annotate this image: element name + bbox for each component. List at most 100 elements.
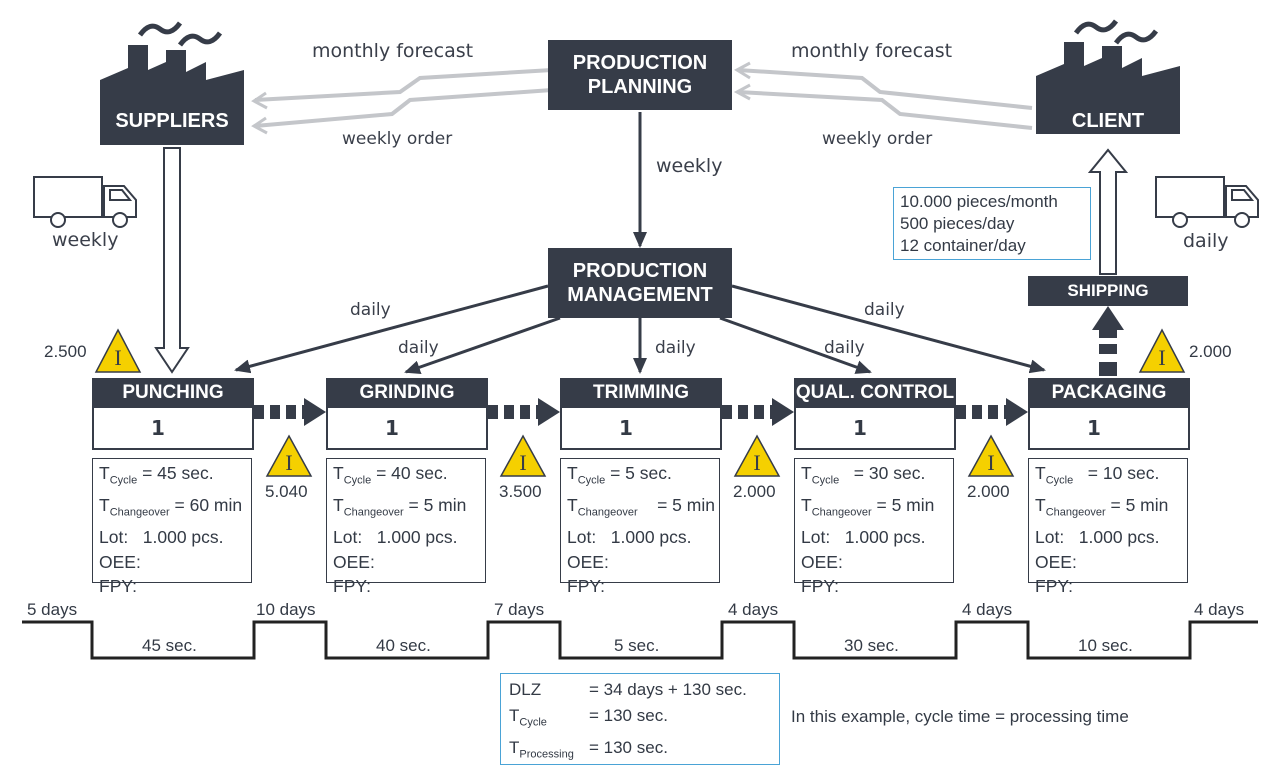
data-box-punching: TCycle = 45 sec. TChangeover = 60 min Lo… bbox=[92, 458, 252, 596]
production-planning-line1: PRODUCTION bbox=[572, 52, 708, 74]
inventory-value-shipping: 2.000 bbox=[1189, 342, 1232, 361]
operator-count: 1 bbox=[92, 408, 254, 450]
suppliers-label: SUPPLIERS bbox=[115, 110, 229, 132]
timeline-steps bbox=[22, 620, 1258, 660]
label-weekly-order-left: weekly order bbox=[342, 129, 453, 149]
shipping-box[interactable]: SHIPPING bbox=[1028, 276, 1188, 306]
lead-time-summary-box: DLZ= 34 days + 130 sec. TCycle= 130 sec.… bbox=[500, 673, 780, 765]
oee-row: OEE: bbox=[567, 551, 609, 572]
production-management-box[interactable]: PRODUCTION MANAGEMENT bbox=[548, 248, 732, 318]
demand-line-2: 500 pieces/day bbox=[900, 214, 1015, 233]
production-planning-line2: PLANNING bbox=[587, 76, 693, 98]
client-truck-icon bbox=[1155, 176, 1259, 228]
tcycle-row: TCycle = 45 sec. bbox=[99, 463, 214, 487]
label-weekly-planning: weekly bbox=[656, 155, 723, 177]
inventory-icon bbox=[499, 434, 547, 477]
oee-row: OEE: bbox=[333, 551, 375, 572]
oee-row: OEE: bbox=[99, 551, 141, 572]
lot-row: Lot: 1.000 pcs. bbox=[99, 527, 224, 547]
arrow-mgmt-to-punching bbox=[234, 284, 549, 374]
label-daily-qual-control: daily bbox=[824, 338, 865, 358]
demand-line-1: 10.000 pieces/month bbox=[900, 192, 1058, 211]
info-arrow-order-right bbox=[733, 83, 1033, 130]
supplier-delivery-arrow bbox=[154, 147, 190, 374]
fpy-row: FPY: bbox=[333, 576, 371, 596]
label-daily-packaging: daily bbox=[864, 300, 905, 320]
inventory-letter: I bbox=[987, 450, 994, 475]
production-management-line2: MANAGEMENT bbox=[567, 284, 713, 306]
inventory-icon bbox=[1138, 328, 1186, 373]
packaging-to-shipping-arrow bbox=[1092, 306, 1124, 376]
push-arrow-4 bbox=[956, 398, 1028, 426]
tcycle-row: TCycle = 5 sec. bbox=[567, 463, 672, 487]
label-daily-trimming: daily bbox=[655, 338, 696, 358]
inventory-letter: I bbox=[519, 450, 526, 475]
inventory-letter: I bbox=[114, 345, 121, 370]
timeline-wait-1: 5 days bbox=[27, 600, 78, 619]
inventory-icon bbox=[967, 434, 1015, 477]
demand-line-3: 12 container/day bbox=[900, 236, 1026, 255]
oee-row: OEE: bbox=[1035, 551, 1077, 572]
lot-row: Lot: 1.000 pcs. bbox=[333, 527, 458, 547]
tchangeover-row: TChangeover = 5 min bbox=[801, 495, 935, 519]
tcycle-row: TCycle = 30 sec. bbox=[801, 463, 926, 487]
inventory-icon bbox=[733, 434, 781, 477]
inventory-value-suppliers: 2.500 bbox=[44, 342, 87, 361]
process-title: PACKAGING bbox=[1028, 378, 1190, 408]
client-label: CLIENT bbox=[1071, 110, 1145, 132]
tchangeover-row: TChangeover = 5 min bbox=[567, 495, 715, 519]
lot-row: Lot: 1.000 pcs. bbox=[567, 527, 692, 547]
supplier-factory-icon bbox=[100, 21, 244, 145]
supplier-truck-icon bbox=[33, 176, 137, 228]
info-arrow-forecast-right bbox=[733, 61, 1033, 110]
inventory-letter: I bbox=[1158, 345, 1165, 370]
process-title: QUAL. CONTROL bbox=[794, 378, 956, 408]
inventory-icon bbox=[94, 328, 142, 373]
process-title: GRINDING bbox=[326, 378, 488, 408]
info-arrow-forecast-left bbox=[251, 68, 553, 110]
label-supplier-truck: weekly bbox=[52, 229, 119, 251]
inventory-letter: I bbox=[285, 450, 292, 475]
summary-dlz-row: DLZ= 34 days + 130 sec. bbox=[509, 680, 747, 699]
timeline-wait-3: 7 days bbox=[494, 600, 545, 619]
label-weekly-order-right: weekly order bbox=[822, 129, 933, 149]
lot-row: Lot: 1.000 pcs. bbox=[801, 527, 926, 547]
data-box-qual-control: TCycle = 30 sec. TChangeover = 5 min Lot… bbox=[794, 458, 954, 596]
timeline-proc-3: 5 sec. bbox=[614, 636, 660, 655]
production-planning-box[interactable]: PRODUCTION PLANNING bbox=[548, 40, 732, 110]
arrow-mgmt-to-grinding bbox=[404, 316, 561, 374]
inventory-value-4-5: 2.000 bbox=[967, 482, 1010, 501]
inventory-letters: I I I I I I bbox=[114, 345, 1165, 475]
lot-row: Lot: 1.000 pcs. bbox=[1035, 527, 1160, 547]
inventory-value-3-4: 2.000 bbox=[733, 482, 776, 501]
tchangeover-row: TChangeover = 5 min bbox=[333, 495, 467, 519]
timeline-wait-2: 10 days bbox=[256, 600, 316, 619]
label-daily-punching: daily bbox=[350, 300, 391, 320]
fpy-row: FPY: bbox=[99, 576, 137, 596]
timeline-proc-2: 40 sec. bbox=[376, 636, 431, 655]
tcycle-row: TCycle = 10 sec. bbox=[1035, 463, 1160, 487]
label-client-truck: daily bbox=[1183, 230, 1229, 252]
info-arrow-order-left bbox=[251, 88, 553, 135]
client-factory-icon bbox=[1036, 19, 1180, 134]
label-daily-grinding: daily bbox=[398, 338, 439, 358]
arrow-mgmt-to-packaging bbox=[731, 284, 1046, 374]
inventory-letter: I bbox=[753, 450, 760, 475]
push-arrow-1 bbox=[254, 398, 326, 426]
operator-count: 1 bbox=[1028, 408, 1190, 450]
inventory-value-2-3: 3.500 bbox=[499, 482, 542, 501]
fpy-row: FPY: bbox=[801, 576, 839, 596]
label-monthly-forecast-left: monthly forecast bbox=[312, 40, 474, 62]
inventory-icon bbox=[265, 434, 313, 477]
tchangeover-row: TChangeover = 5 min bbox=[1035, 495, 1169, 519]
timeline-wait-4: 4 days bbox=[728, 600, 779, 619]
timeline-proc-5: 10 sec. bbox=[1078, 636, 1133, 655]
timeline-proc-4: 30 sec. bbox=[844, 636, 899, 655]
inventory-value-1-2: 5.040 bbox=[265, 482, 308, 501]
inventory-triangles bbox=[94, 328, 1186, 477]
data-box-packaging: TCycle = 10 sec. TChangeover = 5 min Lot… bbox=[1028, 458, 1188, 596]
arrow-mgmt-to-qual-control bbox=[719, 316, 872, 374]
oee-row: OEE: bbox=[801, 551, 843, 572]
label-monthly-forecast-right: monthly forecast bbox=[791, 40, 953, 62]
shipping-to-client-arrow bbox=[1087, 148, 1129, 275]
